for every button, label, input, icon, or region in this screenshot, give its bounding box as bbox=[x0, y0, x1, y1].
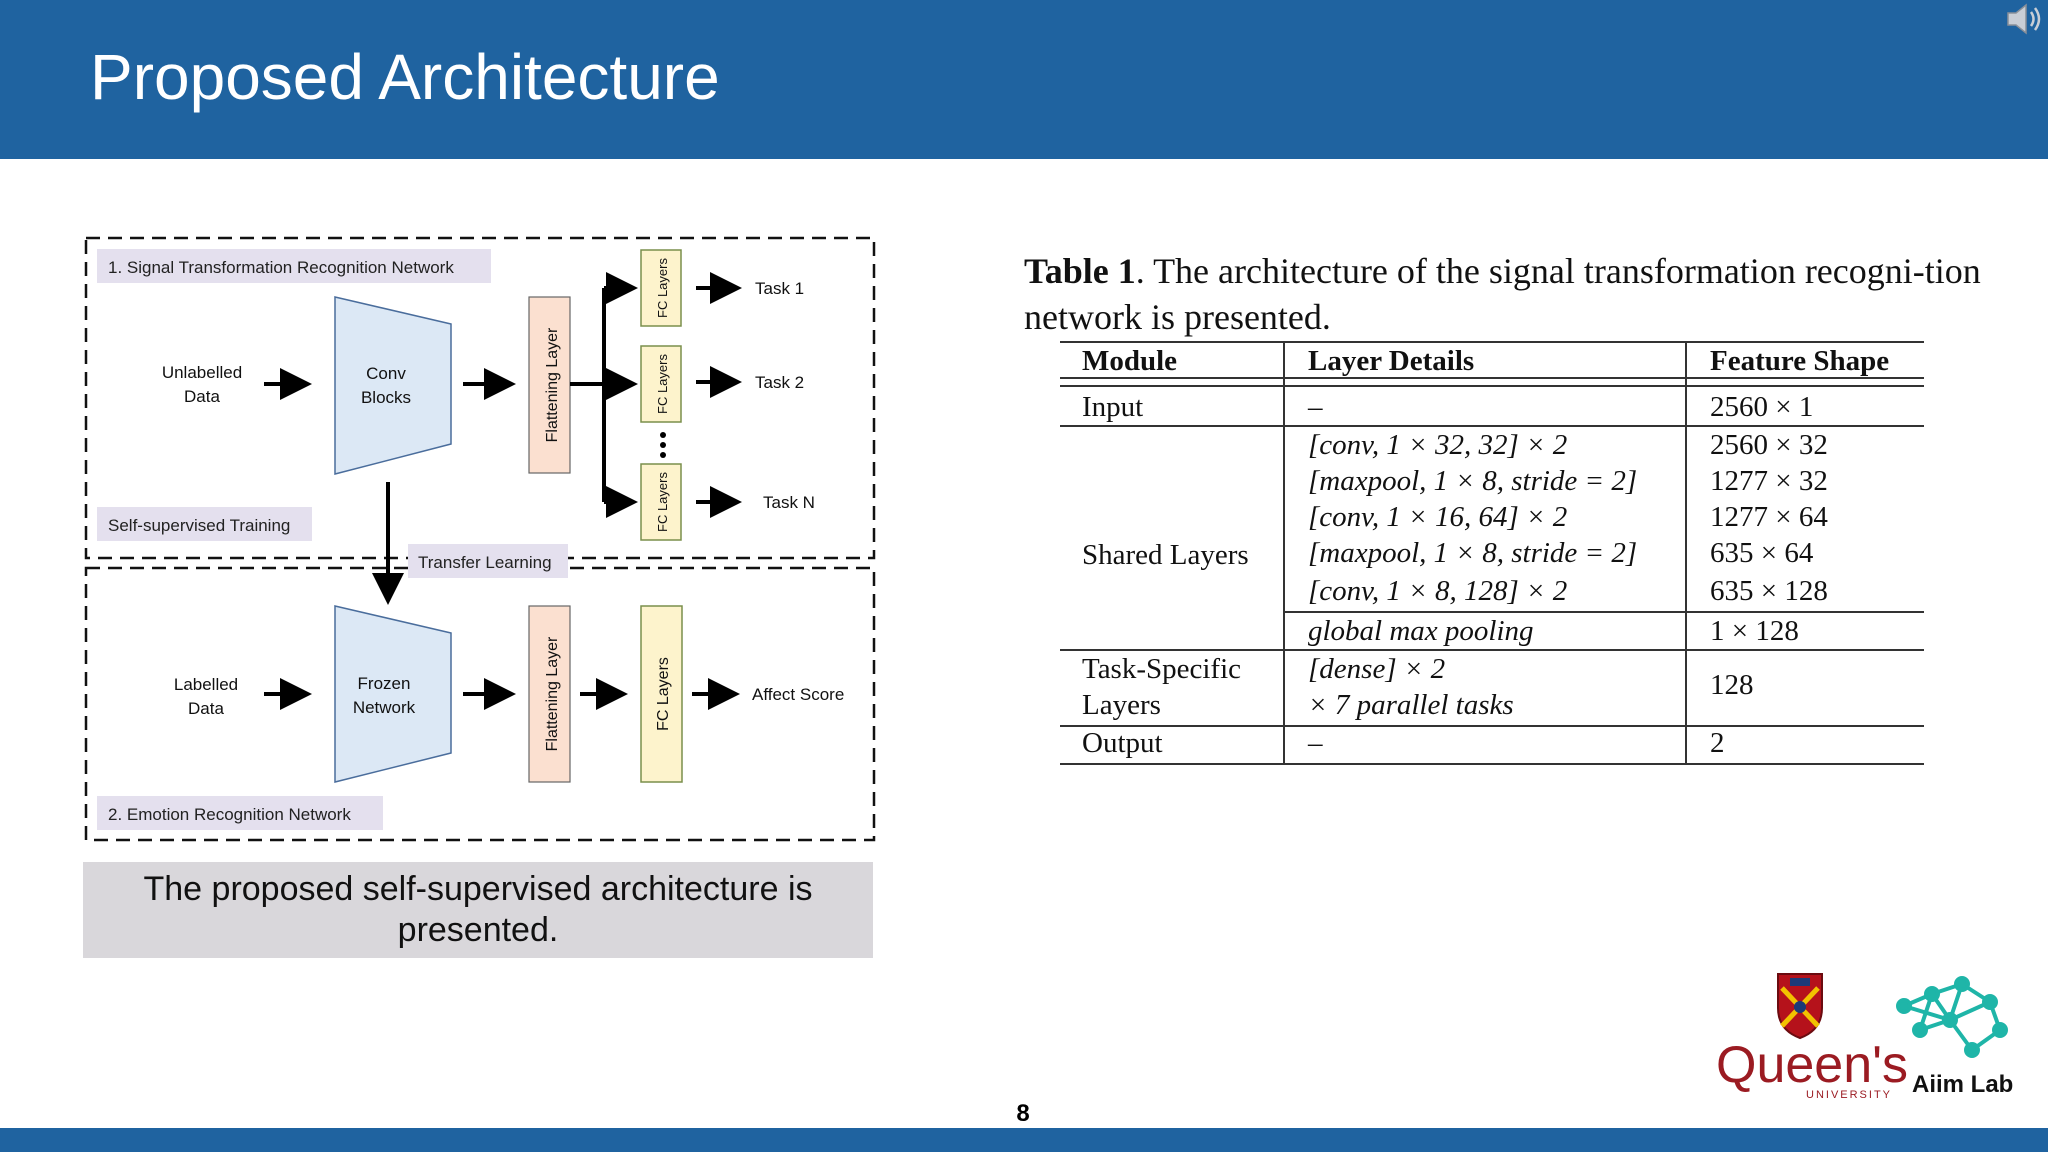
section2-label: 2. Emotion Recognition Network bbox=[108, 805, 351, 824]
task-shape: 128 bbox=[1710, 669, 1754, 701]
pooling-details: global max pooling bbox=[1308, 615, 1534, 647]
header-feature-shape: Feature Shape bbox=[1710, 345, 1889, 377]
shared-row-details: [conv, 1 × 8, 128] × 2 bbox=[1308, 575, 1567, 607]
shared-row-shape: 635 × 64 bbox=[1710, 537, 1814, 569]
figure-caption: The proposed self-supervised architectur… bbox=[143, 870, 813, 949]
task1-label: Task 1 bbox=[755, 279, 804, 298]
fc-layers-taskN-label: FC Layers bbox=[655, 472, 670, 532]
shared-row-details: [maxpool, 1 × 8, stride = 2] bbox=[1308, 465, 1637, 497]
header-layer-details: Layer Details bbox=[1308, 345, 1474, 377]
architecture-table: Module Layer Details Feature Shape Input… bbox=[1060, 341, 1924, 765]
header-module: Module bbox=[1082, 345, 1177, 377]
title-bar: Proposed Architecture bbox=[0, 0, 2048, 159]
shared-row-shape: 635 × 128 bbox=[1710, 575, 1828, 607]
ellipsis-dot bbox=[660, 452, 666, 458]
queens-crest-icon bbox=[1777, 973, 1823, 1040]
flattening-layer-1-label: Flattening Layer bbox=[544, 327, 561, 442]
fc-layers-emotion bbox=[640, 605, 683, 783]
queens-university-sub: UNIVERSITY bbox=[1806, 1089, 1892, 1101]
shared-layers-module: Shared Layers bbox=[1082, 539, 1249, 571]
section2-label-bg bbox=[97, 796, 383, 830]
shared-row-shape: 1277 × 64 bbox=[1710, 501, 1828, 533]
unlabelled-data-line2: Data bbox=[184, 387, 220, 406]
self-supervised-label-bg bbox=[97, 507, 312, 541]
flattening-layer-2 bbox=[528, 605, 571, 783]
queens-wordmark: Queen's bbox=[1716, 1036, 1908, 1094]
section2-dashed-box bbox=[84, 566, 876, 842]
ellipsis-dot bbox=[660, 442, 666, 448]
shared-row-shape: 1277 × 32 bbox=[1710, 465, 1828, 497]
task-module-line1: Task-Specific bbox=[1082, 653, 1241, 685]
pooling-shape: 1 × 128 bbox=[1710, 615, 1799, 647]
table-caption-bold: Table 1 bbox=[1024, 251, 1136, 291]
table-rules bbox=[1060, 341, 1924, 765]
task-details-line1: [dense] × 2 bbox=[1308, 653, 1445, 685]
input-shape: 2560 × 1 bbox=[1710, 391, 1813, 423]
speaker-icon[interactable] bbox=[2004, 0, 2048, 38]
frozen-network-line2: Network bbox=[353, 698, 416, 717]
logos: Queen's UNIVERSITY Aiim Lab bbox=[1716, 973, 2013, 1101]
conv-blocks-trapezoid bbox=[334, 296, 452, 475]
shared-row-details: [conv, 1 × 16, 64] × 2 bbox=[1308, 501, 1567, 533]
fc-layers-task1 bbox=[640, 249, 682, 327]
transfer-label: Transfer Learning bbox=[418, 553, 552, 572]
labelled-data-line2: Data bbox=[188, 699, 224, 718]
task-details-line2: × 7 parallel tasks bbox=[1308, 689, 1514, 721]
task2-label: Task 2 bbox=[755, 373, 804, 392]
shared-row-shape: 2560 × 32 bbox=[1710, 429, 1828, 461]
task-module-line2: Layers bbox=[1082, 689, 1161, 721]
unlabelled-data-line1: Unlabelled bbox=[162, 363, 242, 382]
fc-layers-task2 bbox=[640, 345, 682, 423]
slide-title: Proposed Architecture bbox=[90, 41, 720, 113]
transfer-label-bg bbox=[408, 544, 568, 578]
fc-layers-task1-label: FC Layers bbox=[655, 258, 670, 318]
shared-row-details: [conv, 1 × 32, 32] × 2 bbox=[1308, 429, 1567, 461]
labelled-data-line1: Labelled bbox=[174, 675, 238, 694]
conv-blocks-line2: Blocks bbox=[361, 388, 411, 407]
conv-blocks-line1: Conv bbox=[366, 364, 406, 383]
aiim-lab-label: Aiim Lab bbox=[1912, 1071, 2013, 1098]
frozen-network-line1: Frozen bbox=[358, 674, 411, 693]
taskN-label: Task N bbox=[763, 493, 815, 512]
frozen-network-trapezoid bbox=[334, 605, 452, 783]
fc-layers-emotion-label: FC Layers bbox=[655, 657, 672, 731]
table-caption: Table 1. The architecture of the signal … bbox=[1024, 248, 1984, 340]
output-details: – bbox=[1307, 727, 1323, 759]
affect-score-label: Affect Score bbox=[752, 685, 844, 704]
input-details: – bbox=[1307, 391, 1323, 423]
architecture-diagram: 1. Signal Transformation Recognition Net… bbox=[84, 236, 876, 842]
figure-caption-box: The proposed self-supervised architectur… bbox=[83, 862, 873, 958]
section1-label-bg bbox=[97, 249, 491, 283]
page-number: 8 bbox=[1016, 1100, 1030, 1127]
output-module: Output bbox=[1082, 727, 1163, 759]
fc-layers-task2-label: FC Layers bbox=[655, 354, 670, 414]
table-caption-text: . The architecture of the signal transfo… bbox=[1024, 251, 1981, 337]
ellipsis-dot bbox=[660, 432, 666, 438]
input-module: Input bbox=[1082, 391, 1143, 423]
output-shape: 2 bbox=[1710, 727, 1725, 759]
shared-row-details: [maxpool, 1 × 8, stride = 2] bbox=[1308, 537, 1637, 569]
footer-bar bbox=[0, 1128, 2048, 1152]
flattening-layer-1 bbox=[528, 296, 571, 474]
section1-label: 1. Signal Transformation Recognition Net… bbox=[108, 258, 454, 277]
self-supervised-label: Self-supervised Training bbox=[108, 516, 290, 535]
flattening-layer-2-label: Flattening Layer bbox=[544, 636, 561, 751]
aiim-network-icon bbox=[1896, 976, 2008, 1058]
fc-layers-taskN bbox=[640, 463, 682, 541]
